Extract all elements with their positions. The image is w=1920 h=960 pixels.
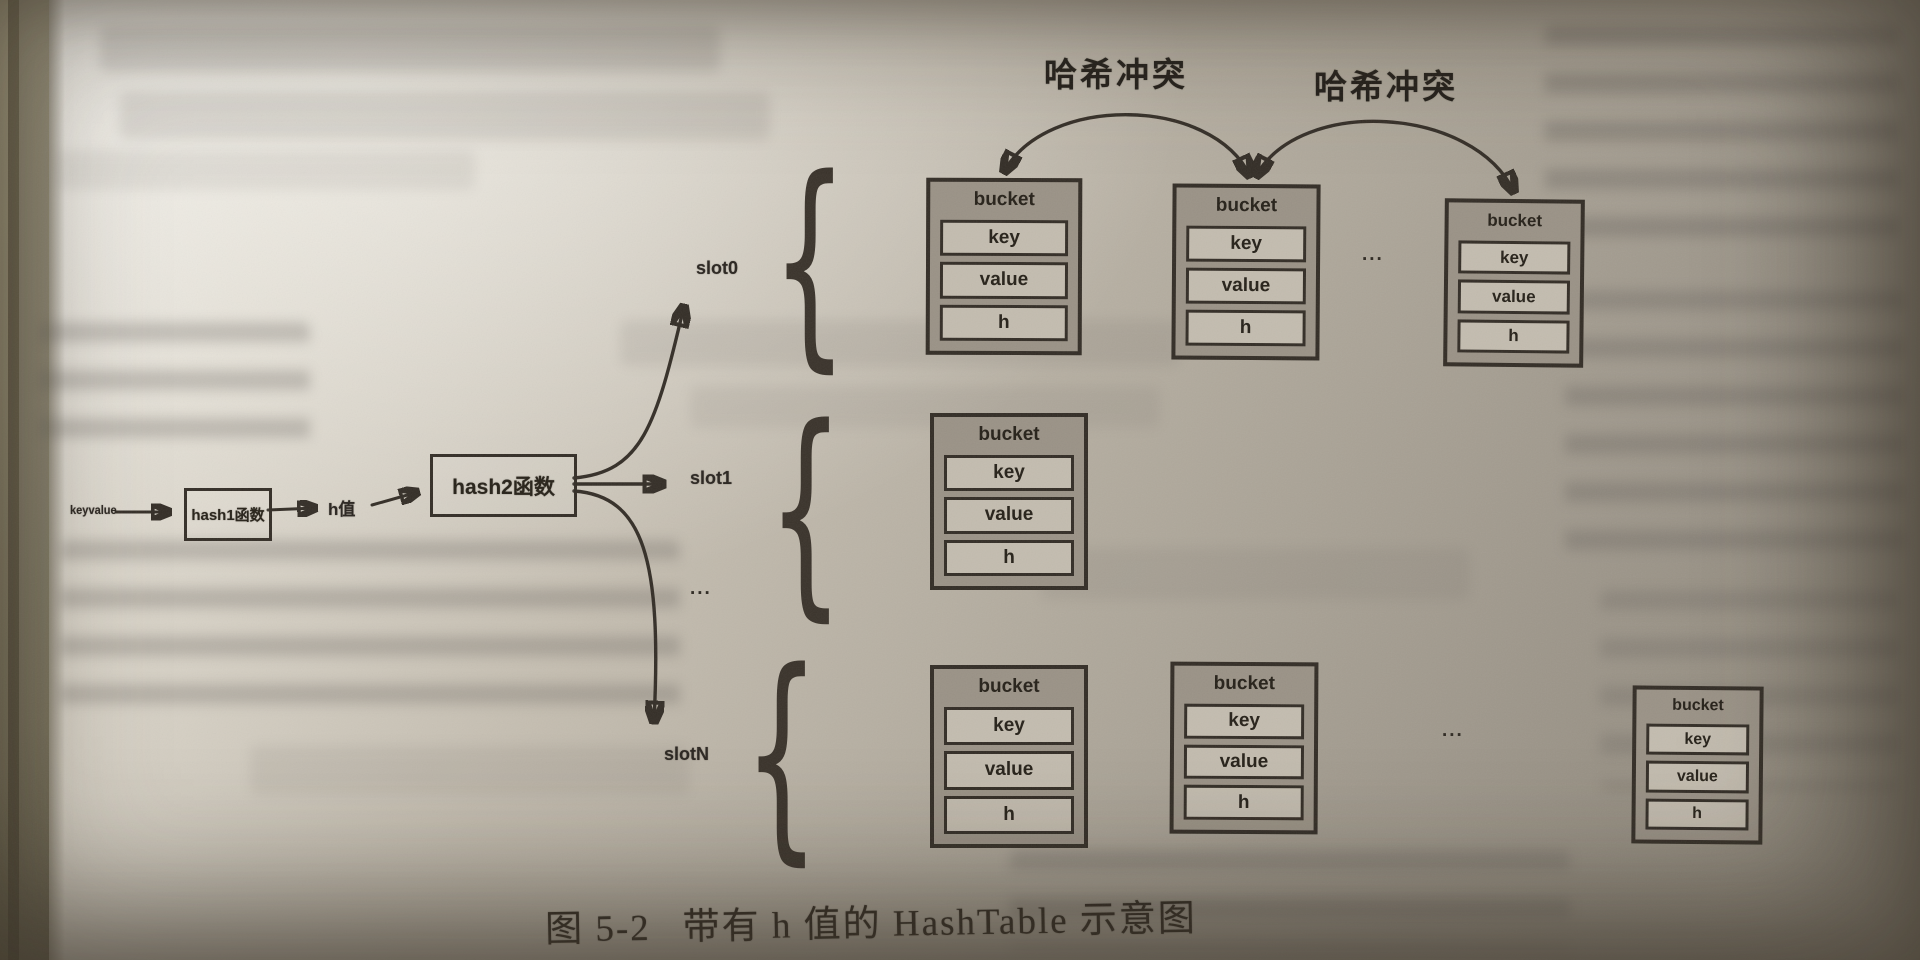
slotN-brace: { [743,624,821,885]
slot0-brace: { [771,131,849,393]
bucket-value-field: value [944,497,1074,534]
hash2-function-box: hash2函数 [430,454,577,517]
bucket-h-field: h [939,304,1068,342]
arrow-hvalue-to-hash2 [370,492,418,507]
bucket-slotN-3: bucket key value h [1631,685,1764,845]
hash-collision-label-right: 哈希冲突 [1314,68,1458,105]
figure-number: 图 5-2 [544,907,652,951]
collision-arc-left [1004,113,1250,176]
bucket-h-field: h [1185,309,1306,347]
bucket-title: bucket [1215,194,1278,217]
bucket-value-field: value [1183,744,1305,780]
bucket-key-field: key [1646,723,1750,756]
bucket-value-field: value [944,751,1074,790]
bucket-value-field: value [1645,760,1750,794]
hash1-function-box: hash1函数 [184,488,272,541]
bucket-title: bucket [1213,672,1276,695]
hash-collision-label-left: 哈希冲突 [1044,56,1188,93]
slots-ellipsis: ... [690,578,712,599]
bucket-title: bucket [973,188,1035,211]
bucket-value-field: value [1185,267,1307,305]
bucket-key-field: key [1458,240,1571,275]
bucket-slotN-2: bucket key value h [1169,661,1319,835]
bucket-value-field: value [939,262,1069,299]
bucket-key-field: key [1184,703,1305,739]
arrow-hash2-to-slot0 [572,306,684,480]
bucket-h-field: h [944,795,1074,834]
bucket-key-field: key [944,707,1074,746]
figure-title: 带有 h 值的 HashTable 示意图 [682,898,1198,949]
bucket-key-field: key [944,455,1074,492]
bucket-h-field: h [1645,798,1749,831]
bucket-slot0-3: bucket key value h [1443,198,1585,368]
bucket-key-field: key [1186,225,1307,263]
figure-caption: 图 5-2 带有 h 值的 HashTable 示意图 [545,887,1198,952]
slot0-label: slot0 [696,258,739,278]
slotN-label: slotN [664,744,709,764]
keyvalue-input-label: keyvalue [70,503,117,517]
arrow-hash1-to-hvalue [266,508,316,510]
slot0-row-ellipsis: ... [1362,244,1384,265]
bucket-key-field: key [940,219,1069,257]
bucket-h-field: h [944,539,1074,576]
bucket-h-field: h [1183,785,1304,821]
bucket-title: bucket [1672,696,1724,715]
bucket-title: bucket [978,676,1040,697]
bucket-title: bucket [1487,210,1543,231]
slotN-row-ellipsis: ... [1442,720,1464,741]
bucket-h-field: h [1457,319,1570,354]
h-value-label: h值 [328,500,356,519]
arrow-hash2-to-slotN [572,489,656,722]
collision-arc-right [1256,119,1514,192]
bucket-slotN-1: bucket key value h [930,665,1088,848]
bucket-title: bucket [978,424,1040,445]
bucket-slot0-2: bucket key value h [1171,183,1321,361]
slot1-brace: { [767,380,845,641]
bucket-slot1-1: bucket key value h [930,413,1088,590]
bucket-slot0-1: bucket key value h [925,177,1083,356]
slot1-label: slot1 [690,468,733,488]
bucket-value-field: value [1457,279,1571,315]
